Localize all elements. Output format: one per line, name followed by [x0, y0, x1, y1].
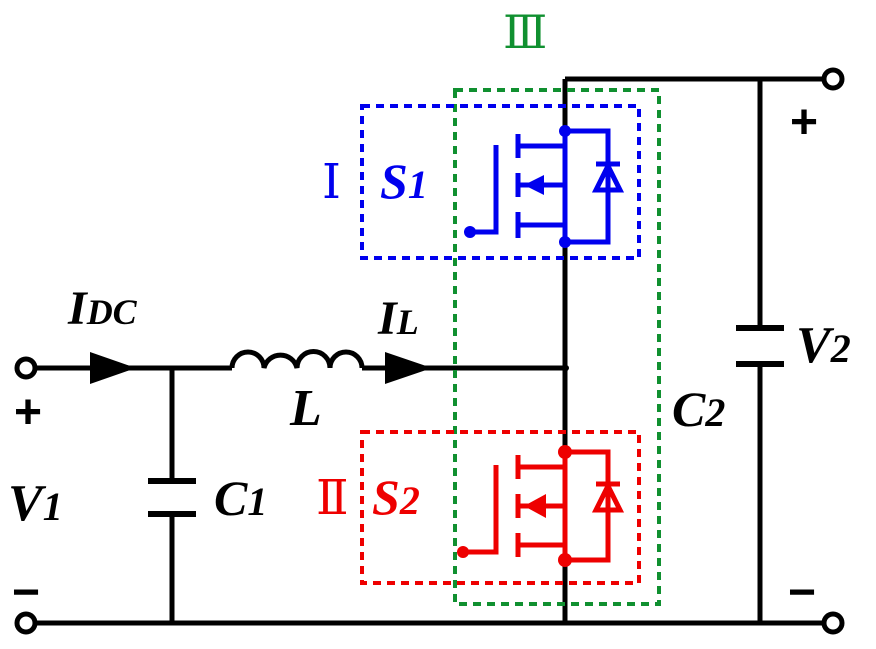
terminal-input-bottom [14, 611, 38, 635]
terminals [14, 67, 845, 635]
v2-subscript: 2 [830, 326, 851, 371]
il-letter: I [377, 292, 399, 345]
output-plus-sign: + [790, 96, 818, 149]
c1-subscript: 1 [247, 479, 267, 524]
s2-source-dot [558, 553, 572, 567]
wiring [37, 76, 825, 626]
v1-label: V1 [8, 475, 63, 532]
s2-label: S2 [372, 469, 420, 525]
il-subscript: L [396, 302, 419, 342]
s2-subscript: 2 [399, 478, 420, 523]
switch-s2 [360, 430, 641, 585]
region-3-label: Ⅲ [503, 7, 547, 58]
idc-subscript: DC [86, 292, 138, 332]
terminal-output-bottom [821, 611, 845, 635]
switch-node-dot [563, 365, 569, 371]
capacitor-c2 [736, 325, 784, 367]
capacitor-c1 [148, 478, 196, 517]
s2-gate [463, 465, 499, 555]
s1-gate [470, 145, 499, 235]
v1-letter: V [8, 475, 47, 532]
v2-letter: V [796, 317, 835, 374]
region-1-label: Ⅰ [322, 156, 341, 209]
s2-body-arrow [524, 494, 546, 518]
inductor-coil [229, 349, 365, 369]
s2-drain-dot [558, 445, 572, 459]
v1-subscript: 1 [43, 484, 63, 529]
s1-source-dot [559, 236, 571, 248]
s1-subscript: 1 [408, 162, 428, 207]
c1-letter: C [214, 470, 248, 526]
input-minus-sign: − [12, 566, 40, 619]
region-3-box [453, 88, 661, 606]
il-label: IL [377, 292, 419, 345]
region-2-label: Ⅱ [316, 472, 349, 525]
s2-gate-dot [457, 546, 469, 558]
v2-label: V2 [796, 317, 851, 374]
region-1-box [360, 104, 641, 260]
switch-s1 [360, 104, 641, 260]
s1-gate-dot [464, 226, 476, 238]
idc-label: IDC [67, 282, 138, 335]
region-2-box [360, 430, 641, 585]
output-minus-sign: − [788, 566, 816, 619]
c2-label: C2 [672, 381, 725, 437]
il-current-arrow [385, 352, 432, 384]
s1-body-arrow [524, 175, 544, 195]
s2-diode-triangle [591, 480, 625, 513]
s1-diode-triangle [591, 160, 625, 193]
c2-letter: C [672, 381, 706, 437]
s1-label: S1 [380, 153, 428, 209]
s1-letter: S [380, 153, 408, 209]
c2-subscript: 2 [704, 390, 725, 435]
input-plus-sign: + [14, 386, 42, 439]
inductor-label: L [289, 380, 322, 437]
terminal-input-top [14, 356, 38, 380]
idc-letter: I [67, 282, 89, 335]
terminal-output-top [821, 67, 845, 91]
idc-current-arrow [90, 352, 136, 384]
s2-letter: S [372, 469, 400, 525]
s1-drain-dot [559, 125, 571, 137]
c1-label: C1 [214, 470, 267, 526]
